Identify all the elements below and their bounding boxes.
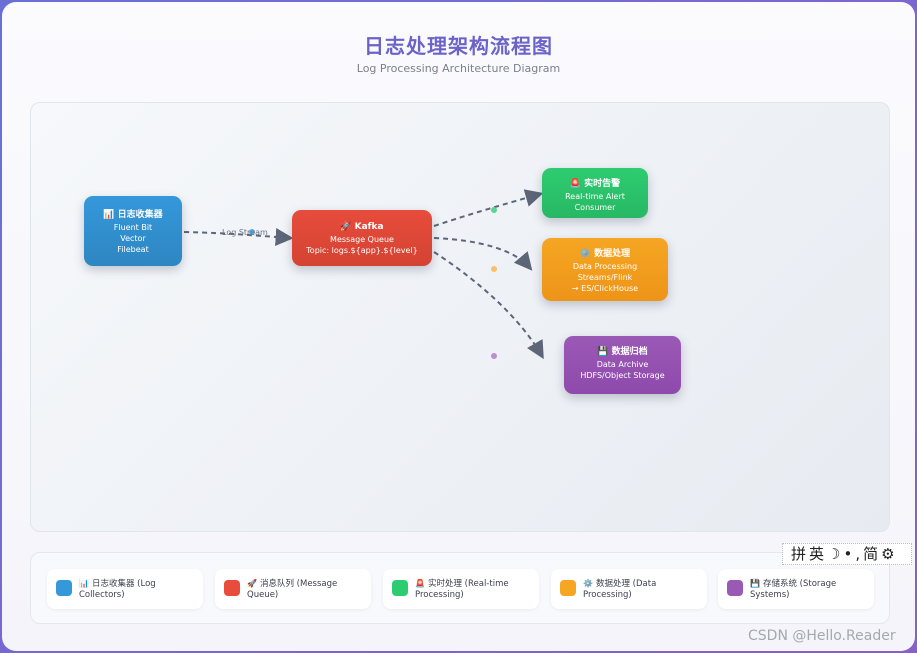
- node-line: Streams/Flink: [577, 273, 633, 282]
- legend-swatch-purple: [727, 580, 743, 596]
- node-realtime-alert[interactable]: 🚨实时告警 Real-time Alert Consumer: [542, 168, 648, 218]
- node-log-collector[interactable]: 📊日志收集器 Fluent Bit Vector Filebeat: [84, 196, 182, 266]
- gear-icon: ⚙️: [583, 579, 593, 588]
- floppy-disk-icon: 💾: [750, 579, 760, 588]
- node-kafka-title: 🚀Kafka: [340, 222, 384, 232]
- edge-collector-kafka: [183, 228, 294, 247]
- legend-swatch-green: [392, 580, 408, 596]
- siren-icon: 🚨: [415, 579, 425, 588]
- ime-pinyin-button[interactable]: 拼: [791, 545, 810, 563]
- edge-kafka-processing: [433, 237, 533, 271]
- moon-icon[interactable]: ☽: [827, 545, 844, 563]
- legend: 📊日志收集器 (Log Collectors) 🚀消息队列 (Message Q…: [30, 552, 890, 624]
- legend-swatch-blue: [56, 580, 72, 596]
- ime-toolbar[interactable]: 拼英☽•,简⚙: [782, 543, 912, 565]
- node-kafka[interactable]: 🚀Kafka Message Queue Topic: logs.${app}.…: [292, 210, 432, 266]
- flow-dot-green: [491, 207, 497, 213]
- chart-icon: 📊: [79, 579, 89, 588]
- diagram-canvas: [30, 102, 890, 532]
- legend-item-collectors: 📊日志收集器 (Log Collectors): [47, 569, 203, 609]
- legend-item-realtime: 🚨实时处理 (Real-time Processing): [383, 569, 539, 609]
- chart-icon: 📊: [103, 210, 115, 220]
- legend-label: 实时处理 (Real-time Processing): [415, 579, 509, 600]
- edge-kafka-archive: [433, 251, 544, 360]
- punctuation-icon[interactable]: •,: [843, 545, 864, 563]
- legend-label: 存储系统 (Storage Systems): [750, 579, 837, 600]
- node-line: Real-time Alert: [565, 192, 625, 201]
- node-data-processing[interactable]: ⚙️数据处理 Data Processing Streams/Flink → E…: [542, 238, 668, 301]
- legend-item-message-queue: 🚀消息队列 (Message Queue): [215, 569, 371, 609]
- settings-gear-icon[interactable]: ⚙: [881, 545, 898, 563]
- node-processing-title: ⚙️数据处理: [579, 249, 631, 259]
- node-line: Vector: [120, 234, 146, 243]
- ime-simplified-button[interactable]: 简: [863, 545, 882, 563]
- floppy-disk-icon: 💾: [597, 347, 609, 357]
- node-line: Filebeat: [117, 245, 149, 254]
- ime-english-button[interactable]: 英: [809, 545, 828, 563]
- flow-dot-purple: [491, 353, 497, 359]
- node-line: Data Archive: [596, 360, 649, 369]
- watermark: CSDN @Hello.Reader: [748, 628, 896, 644]
- gear-icon: ⚙️: [579, 249, 592, 259]
- legend-item-storage: 💾存储系统 (Storage Systems): [718, 569, 874, 609]
- node-line: Data Processing: [572, 262, 638, 271]
- edge-kafka-alert: [433, 189, 544, 227]
- flow-dot-orange: [491, 266, 497, 272]
- node-data-archive[interactable]: 💾数据归档 Data Archive HDFS/Object Storage: [564, 336, 681, 394]
- rocket-icon: 🚀: [340, 222, 352, 232]
- legend-label: 消息队列 (Message Queue): [247, 579, 338, 600]
- rocket-icon: 🚀: [247, 579, 257, 588]
- node-log-collector-title: 📊日志收集器: [103, 210, 163, 220]
- node-line: → ES/ClickHouse: [571, 284, 639, 293]
- node-line: Message Queue: [330, 235, 394, 244]
- legend-swatch-red: [224, 580, 240, 596]
- node-alert-title: 🚨实时告警: [569, 179, 621, 189]
- page-subtitle: Log Processing Architecture Diagram: [356, 62, 561, 75]
- legend-swatch-orange: [560, 580, 576, 596]
- flow-dot-blue: [249, 229, 255, 235]
- node-line: Topic: logs.${app}.${level}: [306, 246, 418, 255]
- edge-label-log-stream: Log Stream: [222, 228, 268, 237]
- node-archive-title: 💾数据归档: [597, 347, 648, 357]
- node-line: HDFS/Object Storage: [580, 371, 665, 380]
- node-line: Fluent Bit: [113, 223, 153, 232]
- legend-item-processing: ⚙️数据处理 (Data Processing): [551, 569, 707, 609]
- page-title: 日志处理架构流程图: [364, 34, 553, 58]
- siren-icon: 🚨: [569, 179, 582, 189]
- node-line: Consumer: [574, 203, 616, 212]
- legend-label: 日志收集器 (Log Collectors): [79, 579, 156, 600]
- legend-label: 数据处理 (Data Processing): [583, 579, 657, 600]
